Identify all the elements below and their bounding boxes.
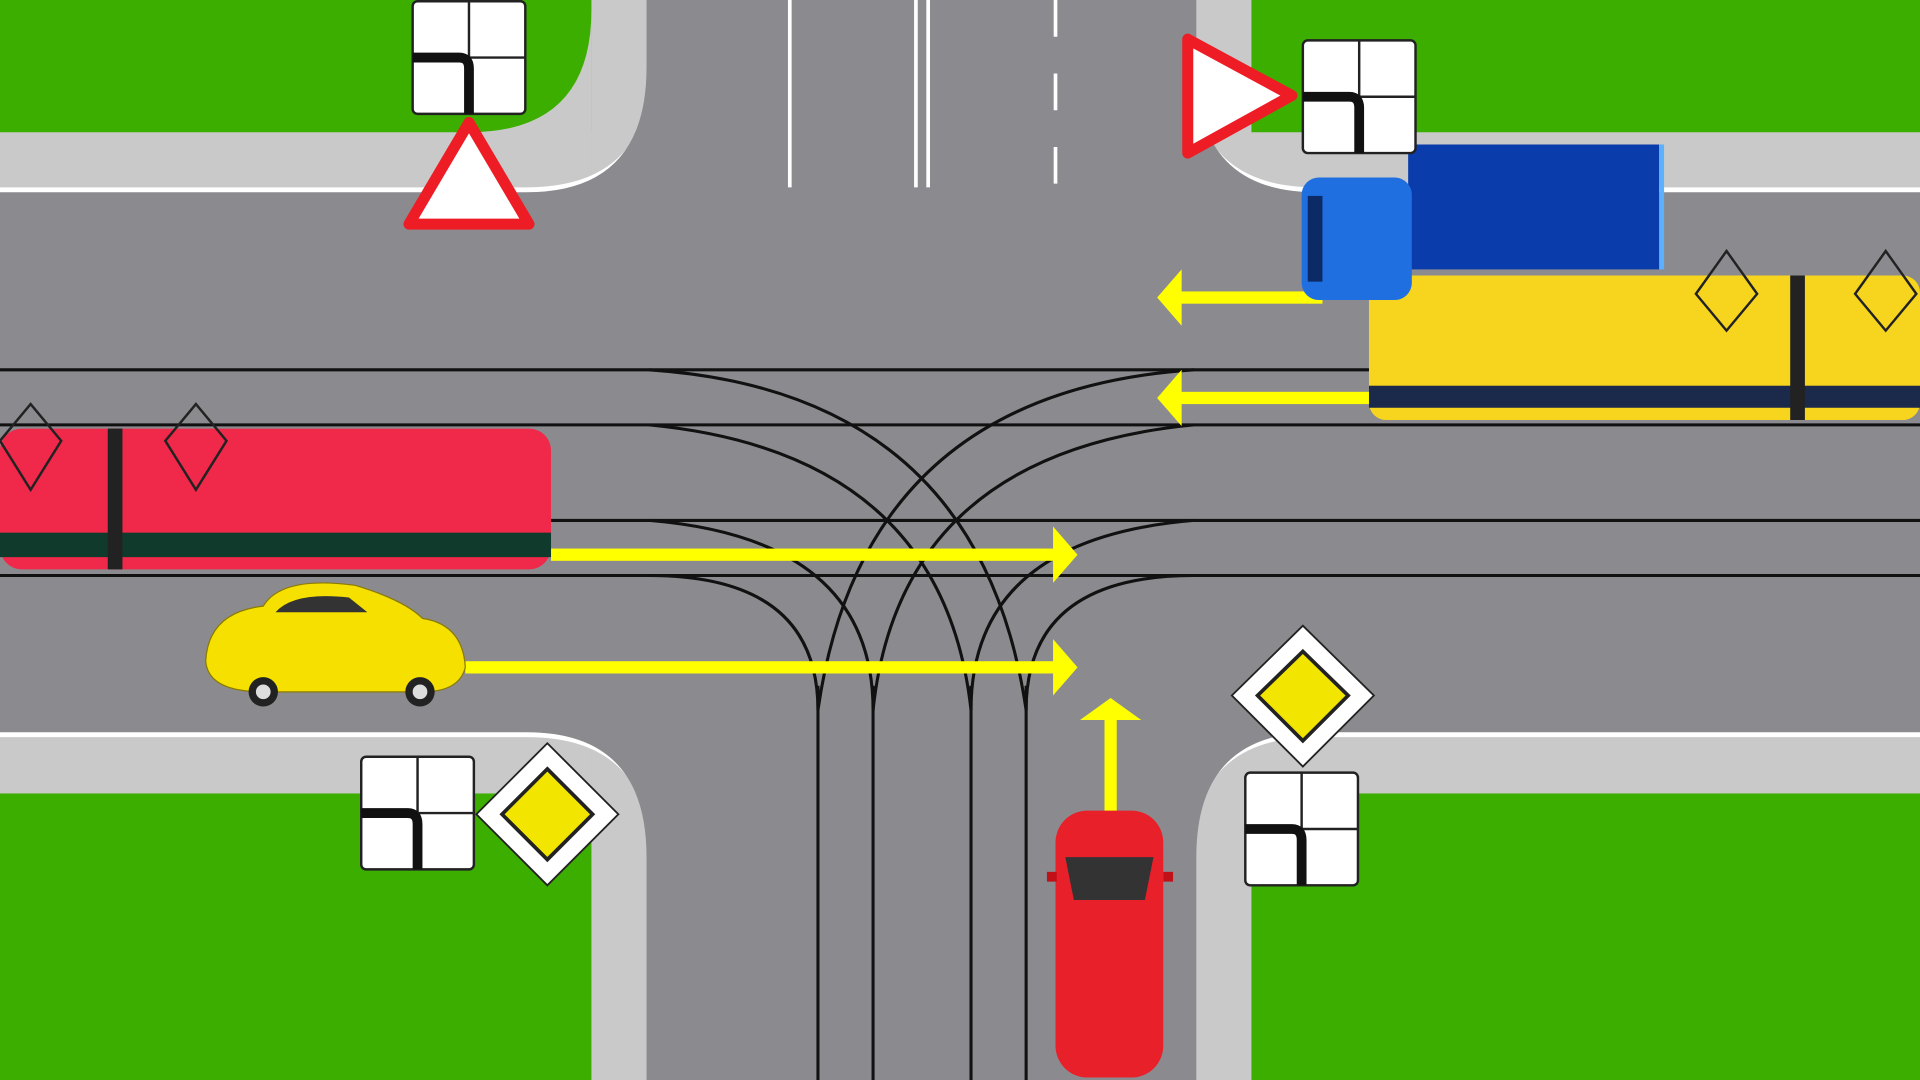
tram-red <box>0 402 552 570</box>
priority-road-sign-west <box>475 741 620 887</box>
tram-yellow <box>1368 248 1920 420</box>
main-road-direction-plate-west <box>360 755 476 871</box>
lane-markings <box>787 0 1058 188</box>
main-road-direction-plate-south <box>1244 771 1360 887</box>
priority-road-sign-south <box>1230 624 1376 768</box>
main-road-direction-plate-north <box>411 0 527 116</box>
movement-arrows <box>465 269 1372 815</box>
van-red <box>1046 810 1174 1078</box>
truck-blue <box>1301 144 1665 300</box>
give-way-sign-north <box>403 116 535 230</box>
main-road-direction-plate-east <box>1301 39 1417 155</box>
give-way-sign-east <box>1182 33 1298 159</box>
car-yellow <box>205 582 466 707</box>
